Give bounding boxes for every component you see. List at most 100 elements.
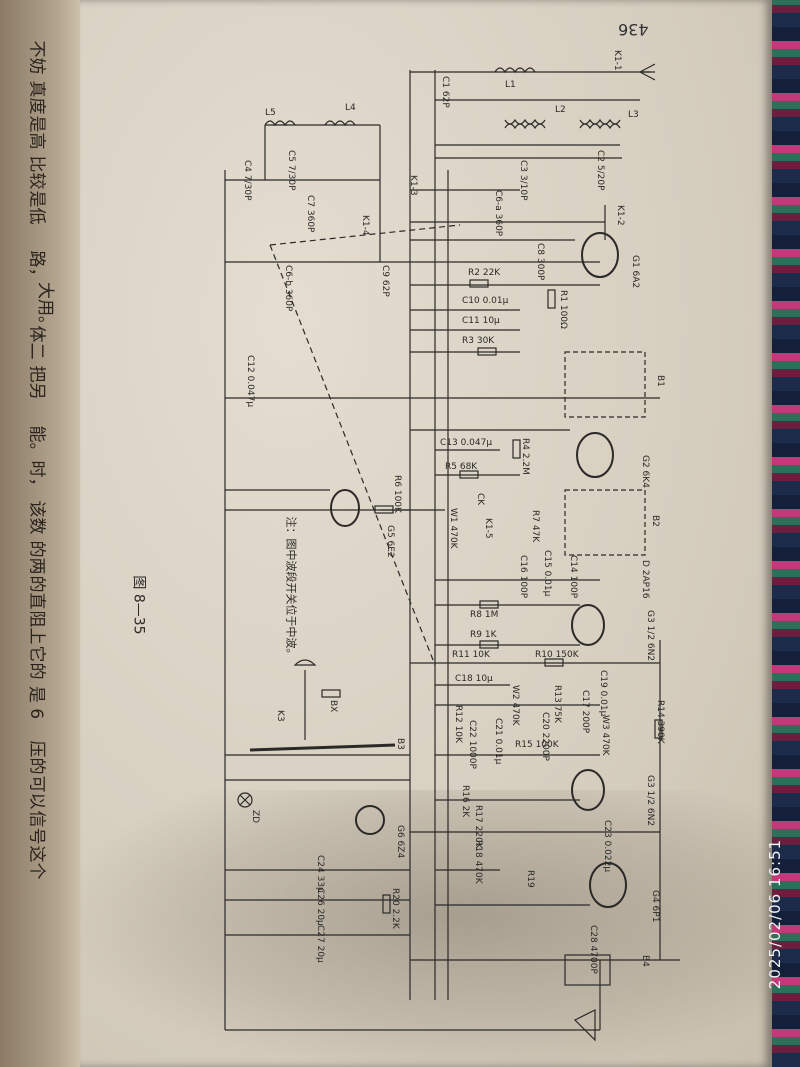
label-c9: C9 62P [380,265,390,297]
label-ck: CK [475,493,485,506]
tube-g5 [330,489,360,527]
label-c26: C26 20µ [315,888,325,926]
label-c7: C7 360P [305,195,315,233]
water-stain [80,790,772,1067]
resistor [469,279,489,288]
label-g1: G1 6A2 [630,255,640,289]
resistor [547,289,556,309]
label-r9: R9 1K [470,630,497,640]
resistor [374,505,394,514]
label-w3: W3 470K [600,715,610,756]
label-r8: R8 1M [470,610,499,620]
label-r20: R20 2.2K [390,888,400,929]
page-number: 436 [618,20,649,39]
label-c15: C15 0.01µ [542,550,552,597]
label-w2: W2 470K [510,685,520,726]
label-c19: C19 0.01µ [598,670,608,717]
label-c3: C3 3/10P [518,160,528,201]
label-r18: R18 470K [473,840,483,884]
label-c2: C2 5/20P [595,150,605,191]
label-c11: C11 10µ [462,316,500,326]
resistor [459,470,479,479]
label-c4: C4 7/30P [242,160,252,201]
figure-caption: 图 8—35 [130,575,147,635]
label-r1: R1 100Ω [558,290,568,329]
label-w1: W1 470K [448,508,458,549]
label-r16: R16 2K [460,785,470,818]
label-b1: B1 [655,375,665,387]
speaker-icon [573,1009,596,1042]
label-c6b: C6-b 360P [283,265,293,312]
label-r15: R15 100K [515,740,559,750]
label-g3a: G3 1/2 6N2 [645,610,655,662]
label-k3: K3 [275,710,285,722]
pilot-lamp-icon [237,792,253,808]
label-g4: G4 6P1 [650,890,660,923]
photo-timestamp: 2025/02/06 16:51 [766,838,785,990]
resistor [512,439,521,459]
label-r19: R19 [525,870,535,888]
label-l3: L3 [628,110,639,120]
label-r2: R2 22K [468,268,501,278]
label-bx: BX [328,700,338,713]
resistor [479,640,499,649]
label-c23: C23 0.022µ [602,820,612,873]
label-r6: R6 100K [392,475,402,513]
label-c22: C22 1000P [467,720,477,769]
gang-link [269,224,461,246]
label-c18: C18 10µ [455,674,493,684]
label-c1: C1 62P [440,76,450,108]
label-r3: R3 30K [462,336,495,346]
label-b3: B3 [395,738,405,750]
label-c28: C28 4700P [588,925,598,974]
label-k1-2: K1-2 [615,205,625,226]
label-c17: C17 200P [580,690,590,734]
label-r14: R14 390K [655,700,665,744]
label-b4: B4 [640,955,650,967]
resistor [479,600,499,609]
resistor [382,894,391,914]
label-b2: B2 [650,515,660,527]
label-r12: R12 10K [453,705,463,743]
resistor [544,658,564,667]
label-c6a: C6-a 360P [493,190,503,237]
label-c20: C20 2200P [540,712,550,761]
label-g2: G2 6K4 [640,455,650,488]
label-k1-5: K1-5 [483,518,493,539]
tube-g1 [581,232,619,278]
label-k1-3: K1-3 [408,175,418,196]
label-c12: C12 0.047µ [245,355,255,408]
resistor [477,347,497,356]
output-transformer-b4 [564,954,611,986]
tube-g3b [571,769,605,811]
label-c10: C10 0.01µ [462,296,509,306]
coil-l2-l3 [504,123,621,130]
transformer-b1 [564,351,646,418]
label-c21: C21 0.01µ [493,718,503,765]
coil-l1 [494,67,536,74]
label-c5: C5 7/30P [286,150,296,191]
tube-g3a [571,604,605,646]
label-r11: R11 10K [452,650,490,660]
coil-l4-l5 [264,120,356,127]
left-page-margin [0,0,82,1067]
label-c8: C8 300P [535,243,545,281]
tube-g6 [355,805,385,835]
label-d: D 2AP16 [640,560,650,599]
label-g6: G6 6Z4 [395,825,405,859]
transformer-b2 [564,489,646,556]
power-plug-icon [293,659,317,666]
gang-link [269,244,436,666]
label-l2: L2 [555,105,566,115]
fuse-bx [321,689,341,698]
label-l5: L5 [265,108,276,118]
tube-g4 [589,862,627,908]
label-c27: C27 20µ [315,925,325,963]
label-k1-1: K1-1 [612,50,622,71]
resistor [654,719,663,739]
antenna-icon [639,63,656,81]
pilot-lamp-icon [239,794,251,806]
label-g5: G5 6E2 [385,525,395,558]
label-r10: R10 150K [535,650,579,660]
label-r7: R7 47K [530,510,540,543]
